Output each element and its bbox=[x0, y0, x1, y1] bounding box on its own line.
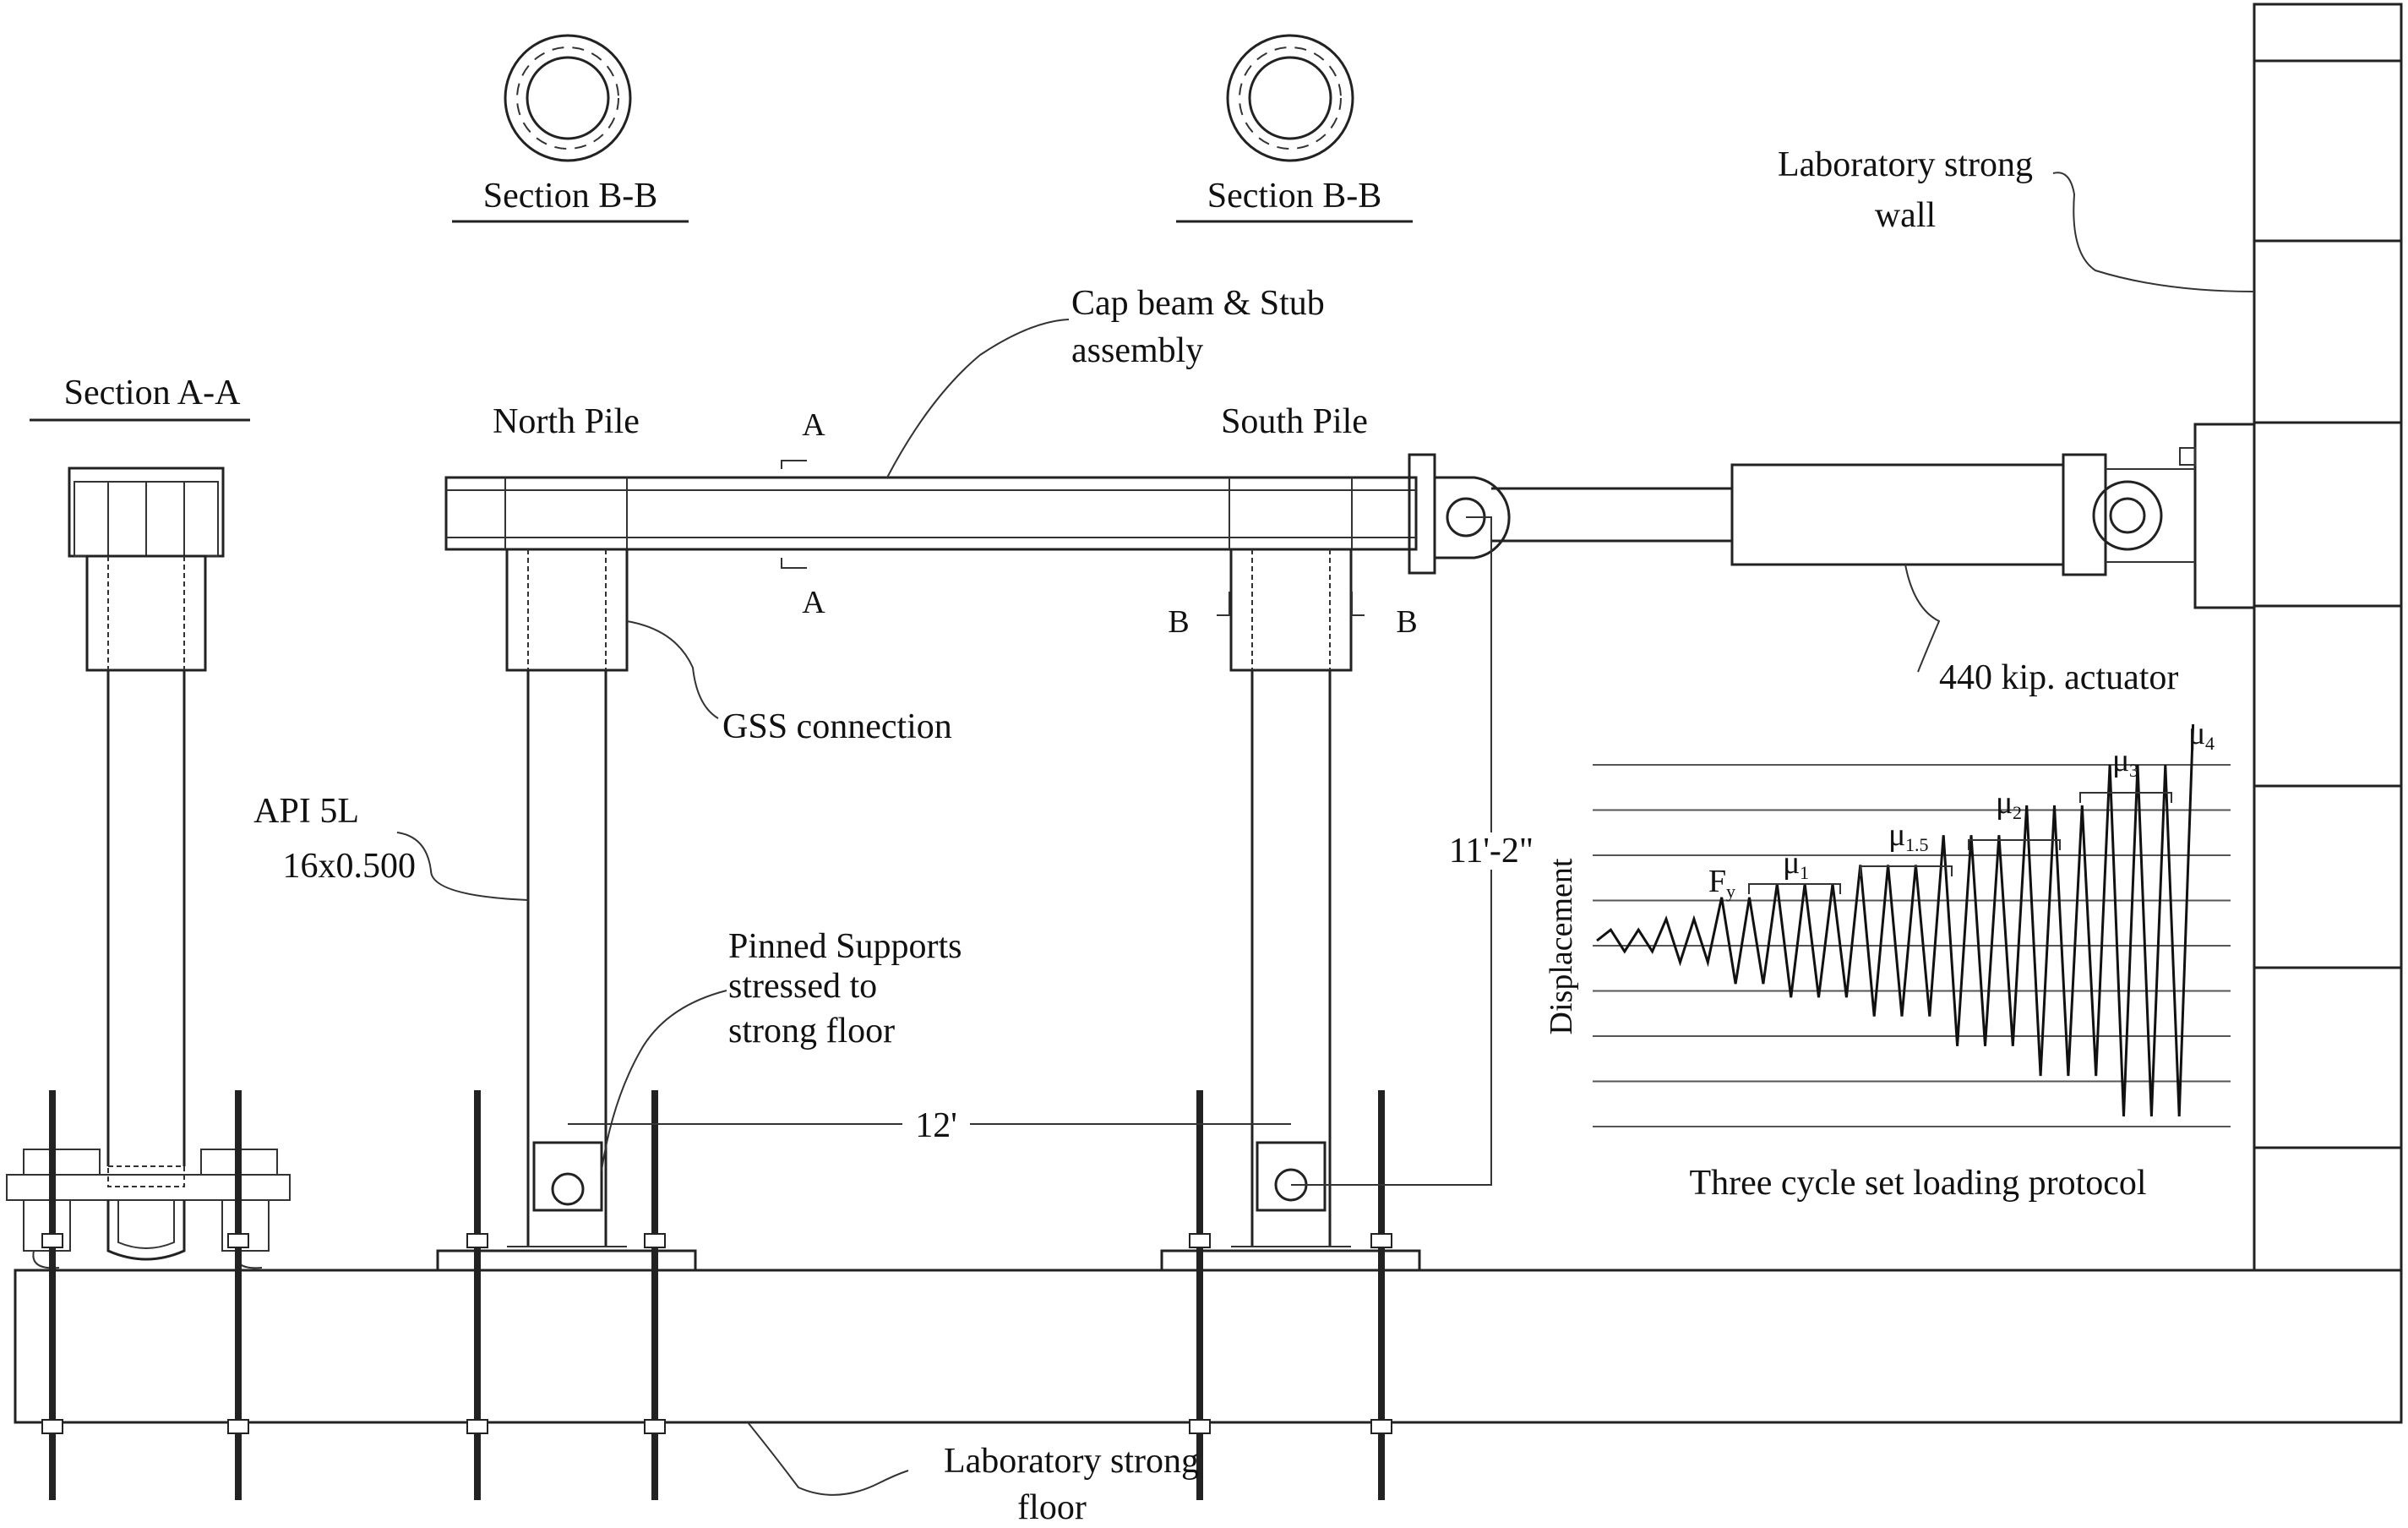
anchor-nut bbox=[1189, 1233, 1211, 1248]
south-pile: B B bbox=[1160, 548, 1421, 1272]
svg-text:1: 1 bbox=[1800, 862, 1809, 883]
anchor-nut bbox=[1189, 1419, 1211, 1434]
gss-leader bbox=[626, 620, 719, 719]
south-pile-label: South Pile bbox=[1221, 402, 1368, 441]
gss-label: GSS connection bbox=[722, 707, 952, 746]
api-label-line1: API 5L bbox=[253, 792, 359, 831]
anchor-rod bbox=[1196, 1090, 1203, 1500]
mu2-marker: μ 2 bbox=[1968, 785, 2061, 850]
api-label-line2: 16x0.500 bbox=[283, 847, 417, 886]
cut-b-right: B bbox=[1396, 604, 1417, 640]
cut-b-left: B bbox=[1168, 604, 1189, 640]
section-bb-right-title: Section B-B bbox=[1207, 177, 1382, 216]
pinned-label-line3: strong floor bbox=[728, 1012, 895, 1050]
loading-protocol: Displacement Three cycle set loading pro… bbox=[1544, 716, 2231, 1203]
actuator bbox=[1491, 423, 2256, 609]
anchor-rods bbox=[41, 1090, 1392, 1500]
cut-a-bottom: A bbox=[802, 585, 825, 620]
strong-wall-label-line1: Laboratory strong bbox=[1778, 145, 2033, 184]
section-aa-title: Section A-A bbox=[64, 374, 241, 412]
anchor-nut bbox=[466, 1419, 488, 1434]
section-bb-left-title: Section B-B bbox=[483, 177, 658, 216]
anchor-nut bbox=[466, 1233, 488, 1248]
mu3-marker: μ 3 bbox=[2079, 743, 2172, 803]
svg-text:μ: μ bbox=[2188, 716, 2205, 751]
cap-beam-leader bbox=[886, 319, 1070, 478]
actuator-label: 440 kip. actuator bbox=[1939, 658, 2178, 697]
cap-beam: A A bbox=[444, 407, 1511, 620]
protocol-caption: Three cycle set loading protocol bbox=[1689, 1164, 2146, 1203]
svg-text:y: y bbox=[1726, 881, 1735, 902]
svg-text:μ: μ bbox=[1888, 817, 1905, 853]
anchor-nut bbox=[1370, 1233, 1392, 1248]
strong-wall bbox=[2253, 3, 2403, 1272]
anchor-nut bbox=[1370, 1419, 1392, 1434]
anchor-rod bbox=[49, 1090, 56, 1500]
strong-floor bbox=[14, 1269, 2403, 1424]
height-dimension-label: 11'-2" bbox=[1449, 832, 1534, 870]
anchor-nut bbox=[227, 1233, 249, 1248]
protocol-ylabel: Displacement bbox=[1544, 858, 1579, 1034]
cap-beam-label-line2: assembly bbox=[1071, 331, 1203, 370]
svg-text:1.5: 1.5 bbox=[1905, 834, 1929, 855]
section-bb-left: Section B-B bbox=[452, 34, 689, 223]
mu4-marker: μ 4 bbox=[2188, 716, 2215, 754]
svg-text:μ: μ bbox=[2112, 743, 2129, 778]
section-bb-right: Section B-B bbox=[1176, 34, 1413, 223]
mu1-marker: μ 1 bbox=[1748, 845, 1841, 894]
strong-floor-label-line2: floor bbox=[1017, 1488, 1087, 1524]
strong-floor-leader bbox=[747, 1422, 909, 1496]
api-leader bbox=[396, 832, 529, 901]
pinned-label-line1: Pinned Supports bbox=[728, 927, 962, 966]
anchor-rod bbox=[474, 1090, 481, 1500]
fy-marker: F y bbox=[1708, 864, 1735, 902]
strong-wall-leader bbox=[2052, 172, 2255, 292]
section-aa-view: Section A-A bbox=[6, 374, 291, 1269]
protocol-trace bbox=[1596, 723, 2195, 1117]
actuator-leader bbox=[1904, 564, 1941, 673]
svg-text:μ: μ bbox=[1996, 785, 2013, 821]
svg-text:μ: μ bbox=[1783, 845, 1800, 881]
anchor-nut bbox=[41, 1419, 63, 1434]
anchor-rod bbox=[651, 1090, 658, 1500]
anchor-nut bbox=[227, 1419, 249, 1434]
svg-text:2: 2 bbox=[2013, 802, 2022, 823]
anchor-rod bbox=[1378, 1090, 1385, 1500]
north-pile-label: North Pile bbox=[493, 402, 640, 441]
anchor-rod bbox=[235, 1090, 242, 1500]
svg-text:3: 3 bbox=[2129, 760, 2138, 781]
pinned-leader bbox=[601, 990, 727, 1171]
cut-a-top: A bbox=[802, 407, 825, 443]
svg-text:4: 4 bbox=[2205, 733, 2215, 754]
anchor-nut bbox=[644, 1233, 666, 1248]
mu15-marker: μ 1.5 bbox=[1860, 817, 1953, 876]
cap-beam-label-line1: Cap beam & Stub bbox=[1071, 284, 1325, 323]
strong-wall-label-line2: wall bbox=[1875, 196, 1936, 235]
span-dimension-label: 12' bbox=[915, 1106, 957, 1145]
anchor-nut bbox=[41, 1233, 63, 1248]
svg-text:F: F bbox=[1708, 864, 1726, 899]
pinned-label-line2: stressed to bbox=[728, 967, 877, 1006]
strong-floor-label-line1: Laboratory strong bbox=[944, 1442, 1199, 1481]
anchor-nut bbox=[644, 1419, 666, 1434]
